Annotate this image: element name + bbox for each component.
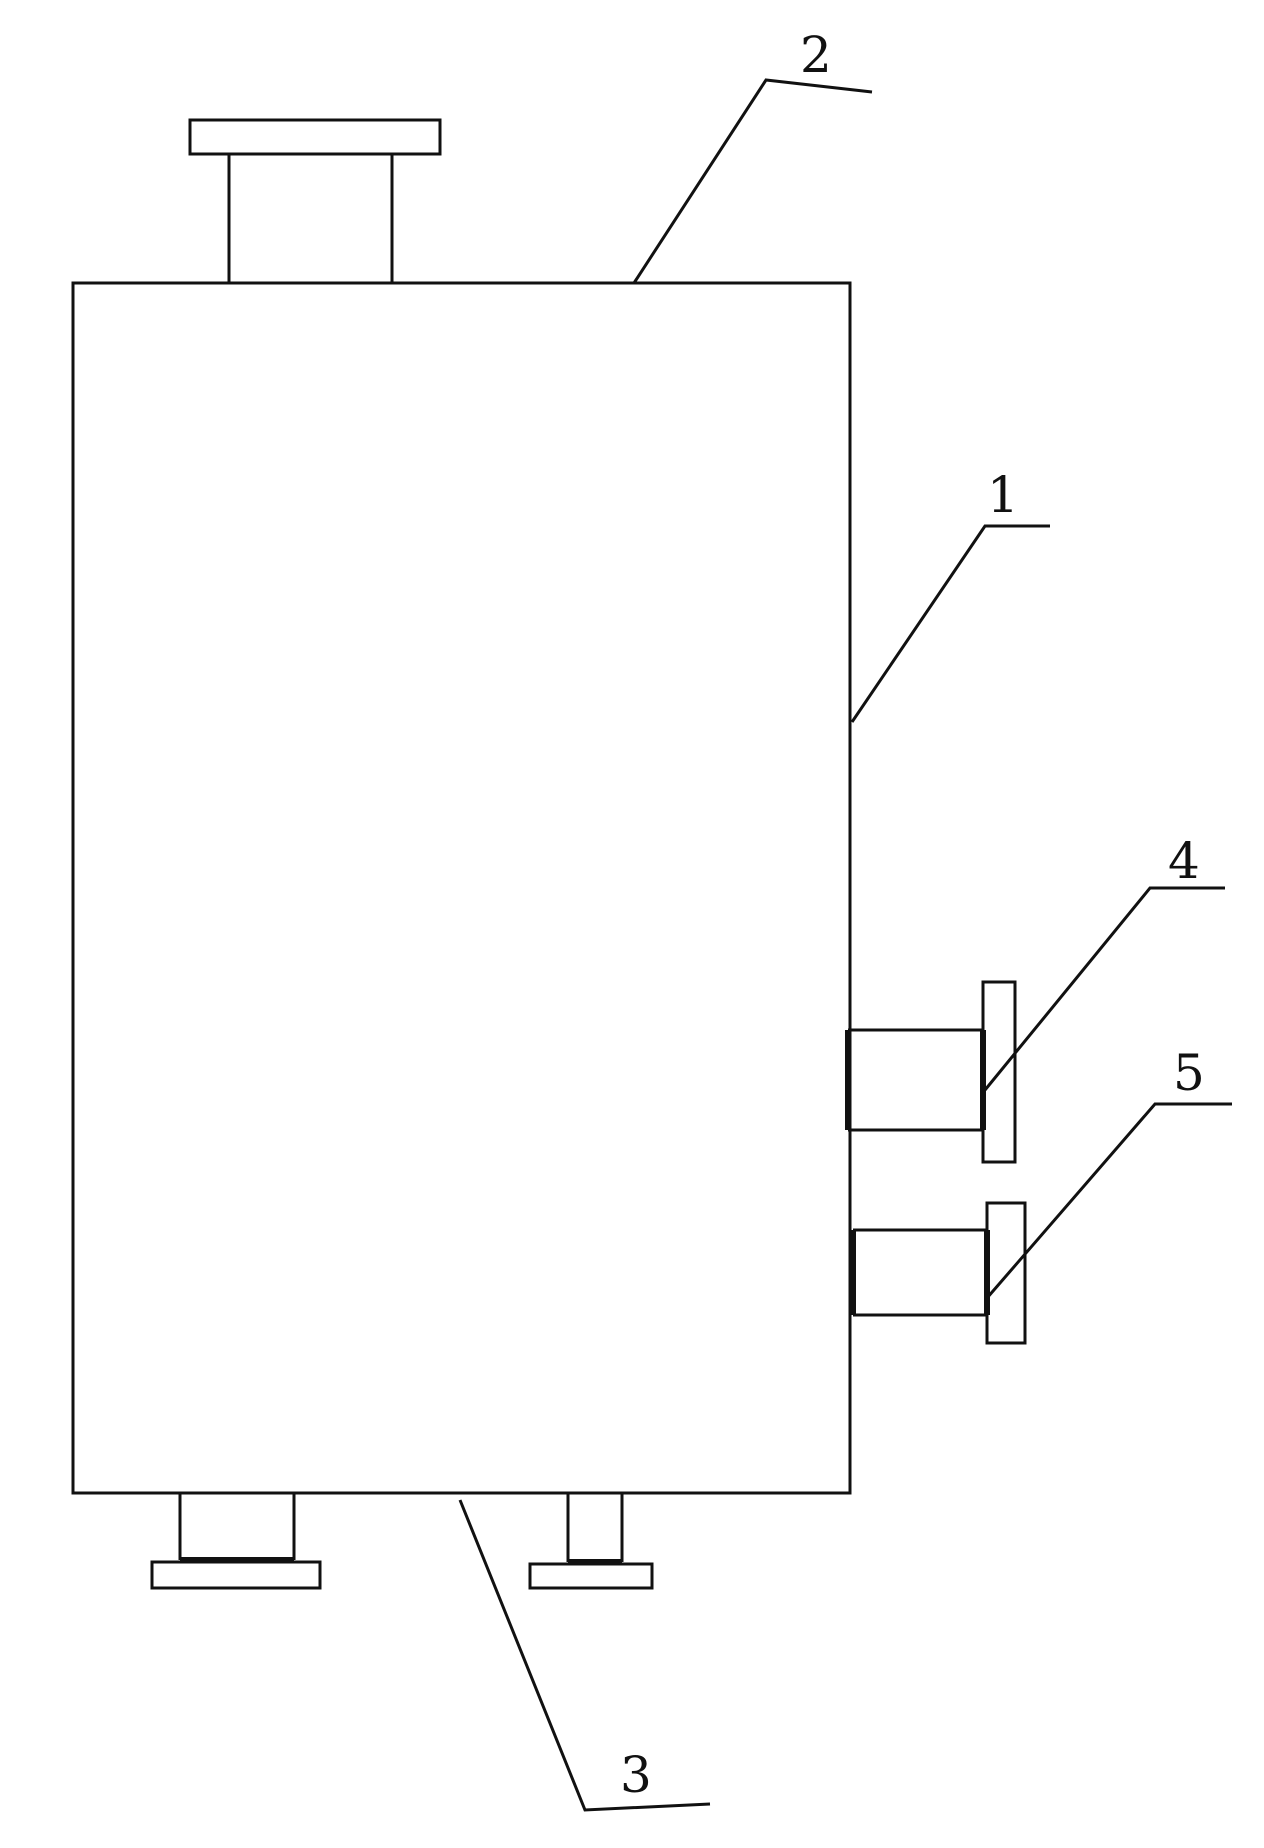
bottom-left-nozzle	[150, 1493, 322, 1590]
leader-line-1	[850, 524, 1050, 723]
label-part-1: 1	[987, 466, 1019, 524]
label-part-2: 2	[800, 26, 832, 84]
label-part-4: 4	[1168, 832, 1200, 890]
top-nozzle-flange	[188, 118, 442, 156]
bottom-right-nozzle-flange	[528, 1562, 654, 1590]
leader-line-5	[985, 1102, 1232, 1299]
bottom-left-nozzle-flange	[150, 1560, 322, 1590]
side-nozzle-upper	[845, 980, 1017, 1164]
leader-line-2	[632, 78, 873, 284]
bottom-right-nozzle	[528, 1493, 654, 1590]
label-part-3: 3	[620, 1746, 652, 1804]
leader-line-4	[983, 886, 1225, 1091]
side-nozzle-lower	[850, 1201, 1027, 1345]
leader-line-3	[458, 1499, 711, 1812]
label-part-5: 5	[1173, 1044, 1205, 1102]
leader-lines	[458, 78, 1232, 1812]
top-nozzle	[188, 118, 442, 283]
side-nozzle-lower-flange	[985, 1201, 1027, 1345]
part-labels: 2 1 4 5 3	[620, 26, 1205, 1804]
vessel-body	[71, 281, 852, 1495]
side-nozzle-upper-flange	[981, 980, 1017, 1164]
